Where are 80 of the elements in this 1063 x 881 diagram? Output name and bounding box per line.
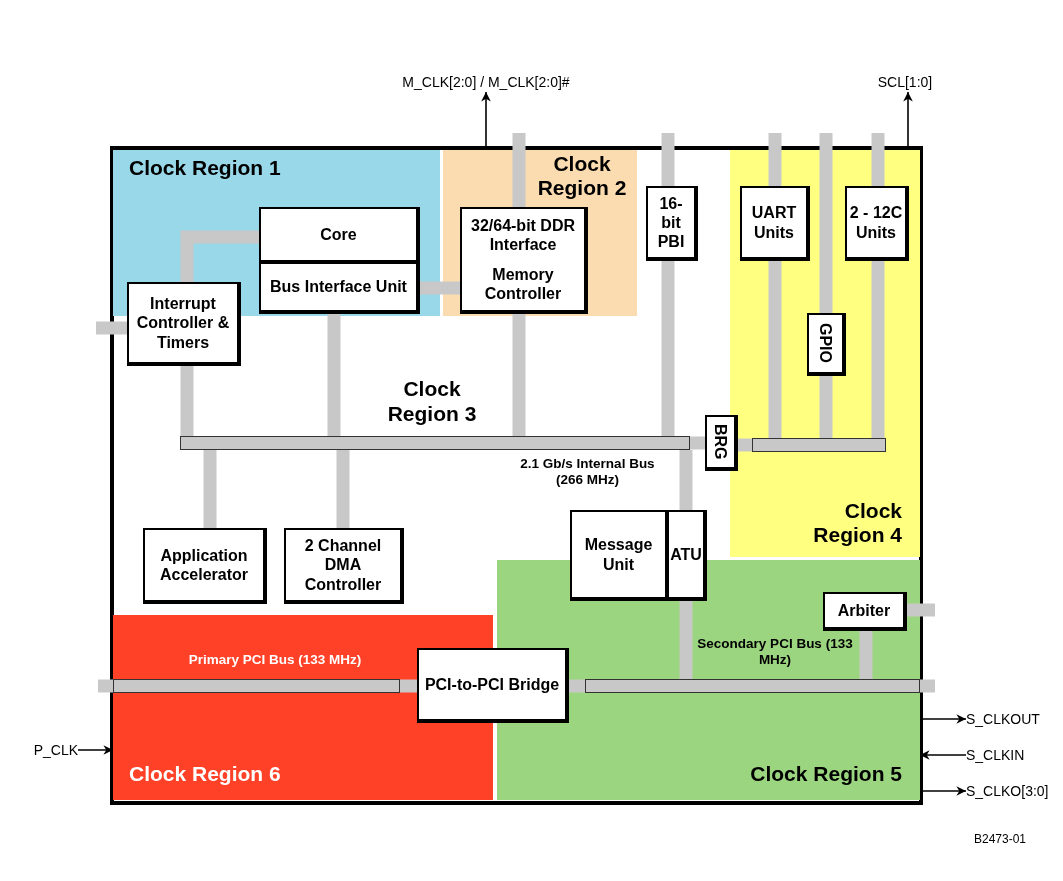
signal-label: P_CLK — [28, 740, 78, 760]
block-label: Interrupt Controller & Timers — [135, 294, 231, 352]
bus-line — [907, 603, 935, 617]
block-box — [127, 282, 241, 366]
region-title: Clock Region 5 — [750, 761, 902, 786]
block-box — [740, 186, 810, 261]
bus-bar — [752, 438, 886, 452]
bus-line — [679, 450, 693, 510]
signal-label: S_CLKIN — [966, 745, 1058, 765]
block-box — [259, 262, 420, 314]
bus-line — [180, 230, 259, 282]
block-box — [570, 510, 669, 601]
bus-line — [920, 679, 935, 693]
region-title: Clock Region 2 — [536, 152, 628, 201]
bus-line — [690, 436, 705, 450]
bus-bar — [113, 679, 400, 693]
figure-number: B2473-01 — [972, 832, 1027, 847]
block-label: Bus Interface Unit — [270, 277, 407, 297]
bus-line — [98, 679, 113, 693]
bus-line — [512, 133, 526, 207]
block-box — [667, 510, 707, 601]
bus-line — [400, 679, 417, 693]
block-box — [705, 415, 738, 471]
bus-label: Primary PCI Bus (133 MHz) — [187, 652, 363, 669]
clock-region — [443, 150, 637, 316]
bus-line — [679, 601, 693, 679]
block-label: 16- bit PBI — [656, 193, 686, 252]
block-label: Core — [320, 224, 357, 245]
block-label: Memory Controller — [483, 264, 563, 303]
block-label: ATU — [670, 544, 702, 565]
block-box — [646, 186, 698, 261]
bus-line — [768, 133, 782, 186]
block-label: Arbiter — [837, 600, 891, 621]
block-label: UART Units — [750, 203, 798, 242]
block-box — [143, 528, 267, 604]
bus-line — [738, 438, 752, 452]
bus-line — [859, 631, 873, 679]
bus-bar — [585, 679, 920, 693]
block-label: GPIO — [816, 323, 836, 364]
block-box — [807, 313, 846, 376]
block-label: Application Accelerator — [158, 545, 249, 585]
bus-line — [661, 133, 675, 186]
signal-label: S_CLKO[3:0] — [966, 781, 1058, 801]
bus-bar — [180, 436, 690, 450]
bus-label: 2.1 Gb/s Internal Bus (266 MHz) — [519, 456, 656, 489]
region-title: Clock Region 6 — [129, 761, 281, 786]
signal-label: SCL[1:0] — [866, 72, 944, 92]
bus-line — [871, 133, 885, 186]
region-title: Clock Region 4 — [812, 498, 902, 547]
bus-line — [336, 450, 350, 528]
block-box — [845, 186, 909, 261]
region-title: Clock Region 3 — [386, 376, 478, 427]
bus-line — [96, 321, 127, 335]
block-label: PCI-to-PCI Bridge — [424, 674, 560, 695]
block-box — [417, 648, 569, 723]
bus-line — [768, 261, 782, 438]
block-box — [823, 592, 907, 631]
bus-line — [512, 314, 526, 436]
bus-line — [569, 679, 585, 693]
bus-line — [180, 366, 194, 436]
bus-line — [203, 450, 217, 528]
bus-line — [327, 314, 341, 436]
bus-line — [661, 261, 675, 436]
bus-label: Secondary PCI Bus (133 MHz) — [696, 636, 854, 669]
block-box — [460, 207, 588, 314]
region-title: Clock Region 1 — [129, 156, 281, 181]
bus-line — [871, 261, 885, 438]
bus-line — [819, 376, 833, 438]
block-label: 32/64-bit DDR Interface — [470, 216, 576, 255]
block-label: 2 - 12C Units — [849, 203, 903, 242]
bus-line — [819, 133, 833, 313]
block-box — [284, 528, 404, 604]
block-box — [259, 207, 420, 264]
block-label: BRG — [711, 424, 731, 460]
bus-line — [420, 281, 460, 295]
signal-label: S_CLKOUT — [966, 709, 1058, 729]
block-label: Message Unit — [583, 535, 654, 574]
clock-region — [113, 150, 440, 316]
signal-label: M_CLK[2:0] / M_CLK[2:0]# — [376, 72, 596, 92]
block-label: 2 Channel DMA Controller — [303, 536, 383, 594]
